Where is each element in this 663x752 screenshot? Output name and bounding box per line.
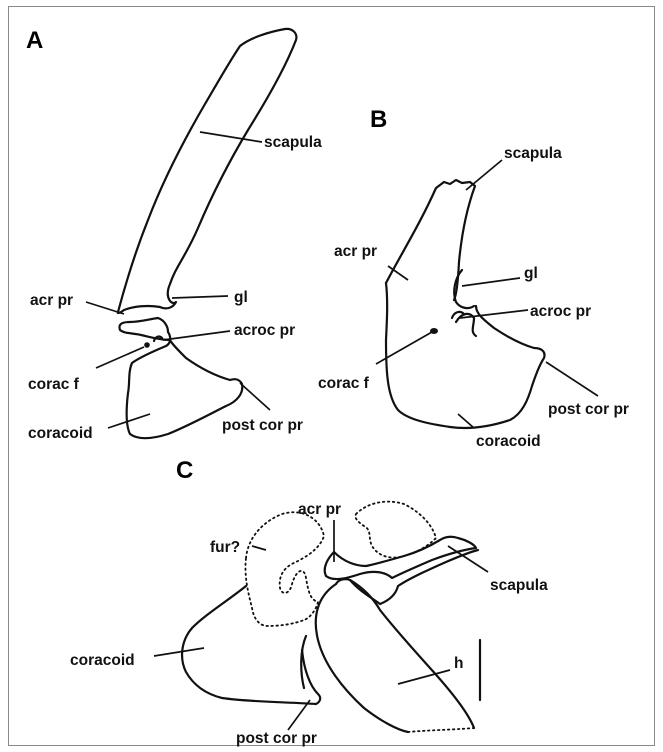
panel-a-label-gl: gl xyxy=(234,289,248,306)
panel-b-label-gl: gl xyxy=(524,265,538,282)
panel-b-coracoid-outline xyxy=(386,283,545,428)
panel-c-humerus-end-dotted xyxy=(408,728,474,732)
panel-b-leader-scapula xyxy=(466,160,502,190)
panel-a-label-coracoid: coracoid xyxy=(28,425,93,442)
panel-a-label-acr-pr: acr pr xyxy=(30,292,73,309)
panel-a-leader-gl xyxy=(172,296,228,298)
panel-b-label-post-cor-pr: post cor pr xyxy=(548,401,629,418)
panel-a-leader-post-cor-pr xyxy=(240,383,270,410)
panel-b-label-acroc-pr: acroc pr xyxy=(530,303,591,320)
panel-c-leader-post-cor-pr xyxy=(288,700,310,730)
panel-a-coracoid-foramen-dot xyxy=(144,342,150,348)
panel-a-leader-coracoid xyxy=(108,414,150,428)
panel-a-label-acroc-pr: acroc pr xyxy=(234,322,295,339)
panel-b-leader-corac-f xyxy=(376,332,432,364)
panel-b-leader-gl xyxy=(462,278,520,286)
panel-a-label-post-cor-pr: post cor pr xyxy=(222,417,303,434)
panel-c-leader-coracoid xyxy=(154,648,204,656)
panel-c: C acr pr fur? scapula c xyxy=(70,457,548,747)
panel-c-label-acr-pr: acr pr xyxy=(298,501,341,518)
panel-b-label-scapula: scapula xyxy=(504,145,562,162)
panel-b-acroc-process xyxy=(452,312,476,336)
panel-a-scapula-outline xyxy=(118,29,297,313)
panel-c-label-coracoid: coracoid xyxy=(70,652,135,669)
panel-b-leader-post-cor-pr xyxy=(546,362,598,396)
panel-c-label-h: h xyxy=(454,655,463,672)
panel-c-furcula-left-dotted xyxy=(245,512,324,626)
panel-c-leader-fur xyxy=(252,546,266,550)
panel-a-leader-corac-f xyxy=(96,347,144,368)
panel-c-letter: C xyxy=(176,457,193,484)
panel-b-label-corac-f: corac f xyxy=(318,375,370,392)
panel-c-humerus-outline xyxy=(316,579,474,732)
panel-b: B scapula acr pr gl acroc pr corac f pos… xyxy=(318,106,629,450)
panel-c-label-scapula: scapula xyxy=(490,577,548,594)
panel-b-leader-coracoid xyxy=(458,414,474,428)
panel-a-letter: A xyxy=(26,27,43,54)
panel-a-leader-scapula xyxy=(200,132,262,142)
panel-b-scapula-outline xyxy=(386,180,475,300)
panel-b-label-coracoid: coracoid xyxy=(476,433,541,450)
panel-a-leader-acroc-pr xyxy=(163,331,230,340)
panel-c-label-post-cor-pr: post cor pr xyxy=(236,730,317,747)
panel-a-label-scapula: scapula xyxy=(264,134,322,151)
panel-a: A scapula acr pr gl acroc pr corac f cor… xyxy=(26,27,322,442)
panel-a-label-corac-f: corac f xyxy=(28,376,80,393)
panel-c-label-fur: fur? xyxy=(210,539,240,556)
panel-b-letter: B xyxy=(370,106,387,133)
panel-b-label-acr-pr: acr pr xyxy=(334,243,377,260)
